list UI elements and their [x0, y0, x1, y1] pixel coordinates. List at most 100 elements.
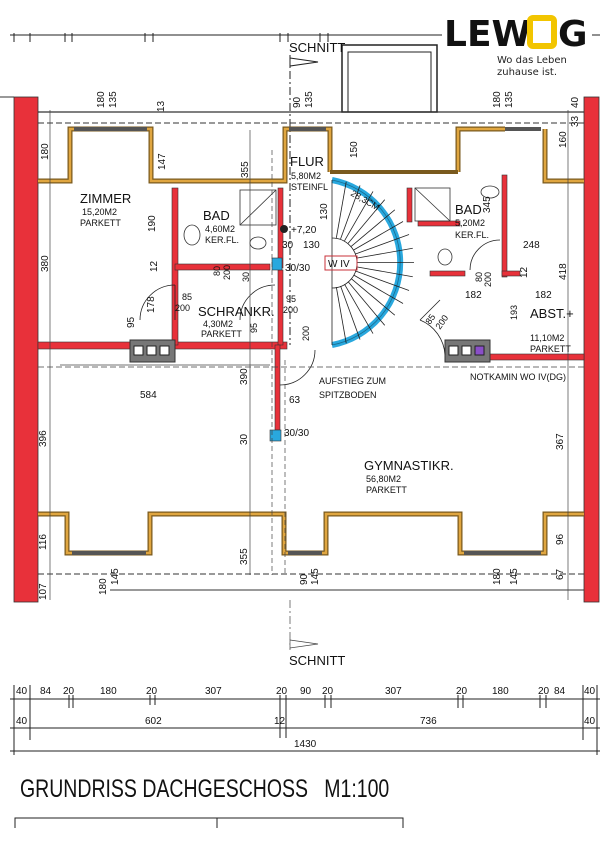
shafts	[269, 257, 283, 442]
dimension-label: 355	[240, 161, 251, 178]
dimension-label: 20	[146, 686, 158, 697]
room-area: 4,30M2	[203, 319, 233, 329]
dimension-label: 85	[423, 312, 437, 326]
room-floor: PARKETT	[366, 485, 407, 495]
dimension-label: 200	[433, 313, 450, 331]
dimension-label: 135	[304, 91, 315, 108]
dimension-label: 248	[523, 240, 540, 251]
shaft-label: 30/30	[285, 263, 310, 274]
bathroom-fixtures	[183, 185, 500, 266]
dimension-label: 33	[570, 115, 581, 127]
dimension-label: 95	[249, 323, 259, 333]
dimension-label: 40	[584, 686, 596, 697]
dimension-label: 145	[110, 568, 121, 585]
dimension-label: 130	[303, 240, 320, 251]
dimension-label: 12	[519, 266, 530, 278]
stair-tread	[356, 266, 413, 278]
notkamin-label: NOTKAMIN WO IV(DG)	[470, 372, 566, 382]
logo-letter-g: G	[558, 14, 588, 55]
room-area: 4,60M2	[205, 224, 235, 234]
dimension-label: 40	[16, 686, 28, 697]
dimension-label: 147	[157, 153, 168, 170]
stair-tread	[353, 221, 404, 251]
dormer-walls-top	[38, 126, 584, 184]
dimension-label: 84	[554, 686, 566, 697]
dimension-label: 180	[492, 686, 509, 697]
aufstieg-label: AUFSTIEG ZUM	[319, 376, 386, 386]
dimension-label: 20	[456, 686, 468, 697]
door-swings	[139, 239, 501, 386]
dimension-chains	[10, 685, 600, 755]
stair-tread	[356, 247, 413, 259]
dimension-label: 182	[535, 290, 552, 301]
dimension-label: 193	[509, 305, 519, 320]
dimension-row-2: 40 602 12 736 40	[16, 716, 596, 727]
dimension-label: 12	[149, 260, 160, 272]
room-floor: KER.FL.	[205, 235, 239, 245]
dimension-total: 1430	[294, 739, 317, 750]
room-area: 5,20M2	[455, 218, 485, 228]
dimension-label: 40	[584, 716, 596, 727]
section-marker-top: SCHNITT	[289, 40, 345, 55]
dimension-label: 63	[289, 395, 301, 406]
room-bad-right: BAD 5,20M2 KER.FL.	[455, 202, 489, 240]
room-area: 15,20M2	[82, 207, 117, 217]
dimension-label: 200	[283, 305, 298, 315]
room-name: BAD	[455, 202, 482, 217]
dimension-label: 20	[538, 686, 550, 697]
dimension-label: 396	[38, 430, 49, 447]
room-area: 11,10M2	[530, 333, 564, 343]
spiral-staircase	[331, 177, 414, 348]
stair-tread	[344, 191, 374, 242]
stair-tread	[355, 270, 410, 291]
room-name: GYMNASTIKR.	[364, 458, 454, 473]
stair-tread	[347, 281, 386, 326]
stair-tread	[335, 181, 347, 238]
logo-tagline: Wo das Leben	[497, 55, 567, 66]
dimension-label: 200	[175, 303, 190, 313]
chimney-right	[444, 339, 491, 363]
guide-lines	[38, 110, 584, 650]
stair-tread	[353, 274, 404, 304]
dimension-label: 355	[239, 548, 250, 565]
dimension-label: 20	[63, 686, 75, 697]
dimension-label: 135	[504, 91, 515, 108]
dimension-label: 96	[555, 533, 566, 545]
dimension-label: 200	[222, 265, 232, 280]
dimension-label: 20	[322, 686, 334, 697]
dimension-label: 190	[147, 215, 158, 232]
spitzboden-label: SPITZBODEN	[319, 390, 377, 400]
stair-tread	[344, 283, 374, 334]
dimension-label: 145	[509, 568, 520, 585]
room-schrankraum: SCHRANKR. 4,30M2 PARKETT	[198, 304, 275, 339]
dimension-label: 182	[465, 290, 482, 301]
dimension-label: 736	[420, 716, 437, 727]
room-area: 56,80M2	[366, 474, 401, 484]
stair-label: W IV	[328, 259, 350, 270]
room-floor: PARKETT	[80, 218, 121, 228]
room-flur: FLUR 5,80M2 STEINFL	[290, 154, 328, 192]
room-bad-left: BAD 4,60M2 KER.FL.	[203, 208, 239, 245]
dimension-label: 130	[319, 203, 330, 220]
dimension-label: 380	[40, 255, 51, 272]
room-abstellraum: ABST.+ 11,10M2 PARKETT	[530, 306, 574, 354]
dimension-label: 307	[385, 686, 402, 697]
dimension-label: 145	[310, 568, 321, 585]
dimension-label: 30	[241, 272, 251, 282]
dimension-label: 107	[38, 583, 49, 600]
dimension-label: 20	[276, 686, 288, 697]
dimension-label: 90	[292, 96, 303, 108]
stair-label-box	[324, 255, 358, 271]
drawing-title: GRUNDRISS DACHGESCHOSS M1:100	[20, 775, 389, 803]
dimension-label: 95	[286, 294, 296, 304]
stair-tread	[340, 185, 361, 240]
room-name: ZIMMER	[80, 191, 131, 206]
dimension-label: 84	[40, 686, 52, 697]
dimension-label: 307	[205, 686, 222, 697]
level-label: +7,20	[291, 225, 317, 236]
dimension-label: 80	[212, 266, 222, 276]
logo-letters-lew: LEW	[444, 14, 531, 55]
stair-tread	[350, 278, 396, 316]
